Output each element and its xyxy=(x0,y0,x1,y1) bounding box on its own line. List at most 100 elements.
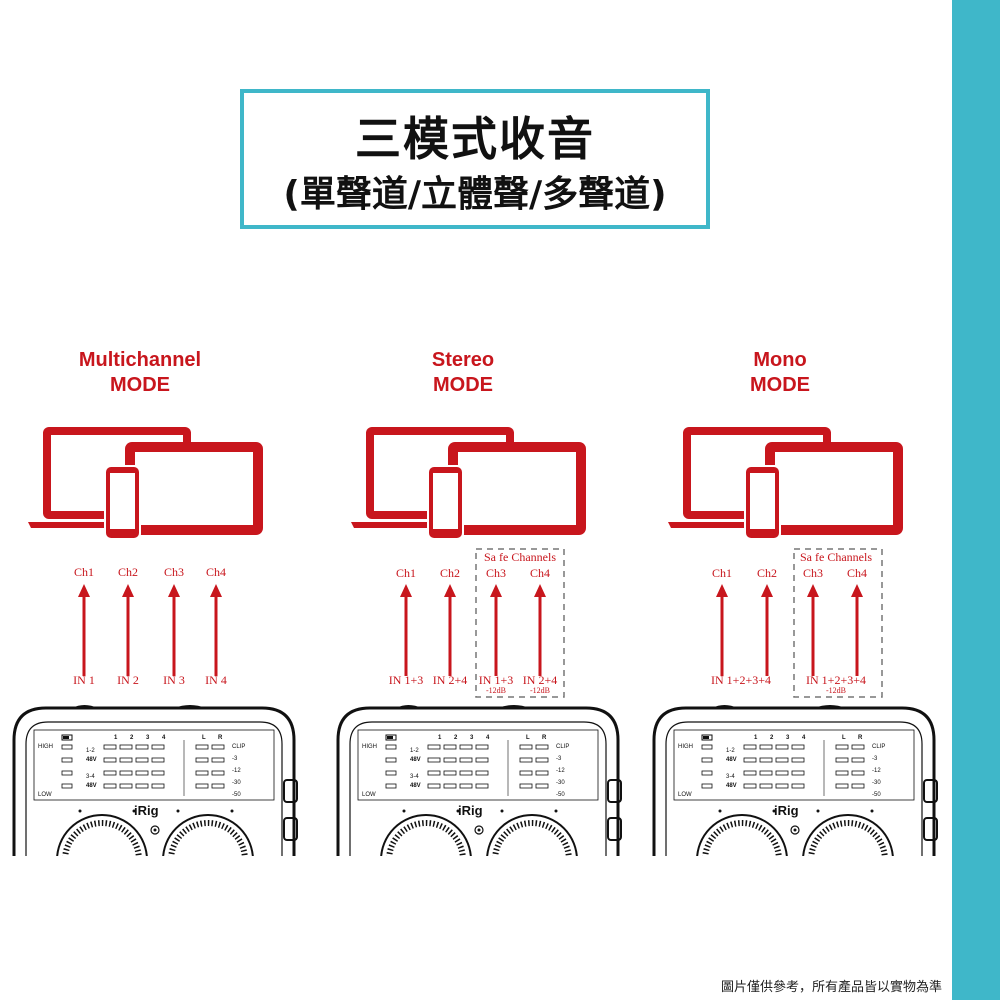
mode-suffix: MODE xyxy=(110,374,170,396)
arrow-up-icon xyxy=(534,584,546,676)
lr-label: L xyxy=(842,735,846,741)
pair-label: 48V xyxy=(410,757,421,763)
db-scale-label: CLIP xyxy=(872,744,886,750)
channel-number: 3 xyxy=(146,735,150,741)
mode-suffix: MODE xyxy=(433,374,493,396)
input-label: IN 2 xyxy=(117,673,139,687)
mode-title-multichannel: Multichannel MODE xyxy=(30,348,250,398)
lr-label: R xyxy=(218,735,223,741)
arrow-up-icon xyxy=(444,584,456,676)
channel-label: Ch2 xyxy=(439,566,461,580)
meter-label: HIGH xyxy=(362,744,377,750)
channel-label: Ch4 xyxy=(529,566,551,580)
input-label: IN 3 xyxy=(163,673,185,687)
mode-title-mono: Mono MODE xyxy=(670,348,890,398)
db-scale-label: -50 xyxy=(232,792,241,798)
channel-label: Ch2 xyxy=(117,565,139,579)
channel-number: 2 xyxy=(130,735,134,741)
channel-label: Ch4 xyxy=(205,565,227,579)
side-stripe xyxy=(952,0,1000,1000)
arrow-up-icon xyxy=(807,584,819,676)
pair-label: 1-2 xyxy=(86,748,95,754)
lr-label: R xyxy=(858,735,863,741)
pair-label: 3-4 xyxy=(726,774,735,780)
title-subtitle: (單聲道/立體聲/多聲道) xyxy=(283,174,667,215)
db-scale-label: -30 xyxy=(556,780,565,786)
db-scale-label: -30 xyxy=(872,780,881,786)
db-scale-label: -3 xyxy=(232,756,238,762)
pair-label: 48V xyxy=(410,783,421,789)
channel-label: Ch2 xyxy=(756,566,778,580)
input-label: IN 2+4 xyxy=(432,673,468,687)
arrow-up-icon xyxy=(716,584,728,676)
pair-label: 3-4 xyxy=(86,774,95,780)
devices-icon xyxy=(668,427,903,540)
db-label: -12dB xyxy=(826,686,846,695)
channel-label: Ch4 xyxy=(846,566,868,580)
brand-logo: iRig xyxy=(458,803,483,818)
safe-channels-box xyxy=(793,548,883,698)
channel-number: 3 xyxy=(786,735,790,741)
channel-number: 4 xyxy=(486,735,490,741)
db-scale-label: CLIP xyxy=(232,744,246,750)
pair-label: 48V xyxy=(86,757,97,763)
brand-logo: iRig xyxy=(774,803,799,818)
pair-label: 1-2 xyxy=(726,748,735,754)
lr-label: L xyxy=(526,735,530,741)
channel-label: Ch1 xyxy=(395,566,417,580)
pair-label: 48V xyxy=(726,783,737,789)
pair-label: 48V xyxy=(86,783,97,789)
channel-number: 3 xyxy=(470,735,474,741)
meter-label: HIGH xyxy=(678,744,693,750)
arrow-up-icon xyxy=(122,584,134,676)
channel-label: Ch1 xyxy=(73,565,95,579)
channel-number: 2 xyxy=(454,735,458,741)
channel-number: 4 xyxy=(802,735,806,741)
channel-label: Ch3 xyxy=(485,566,507,580)
input-label: IN 4 xyxy=(205,673,227,687)
db-scale-label: -3 xyxy=(556,756,562,762)
meter-label: LOW xyxy=(362,792,376,798)
arrow-up-icon xyxy=(761,584,773,676)
safe-channels-label: Sa fe Channels xyxy=(484,550,556,564)
input-label: IN 1+2+3+4 xyxy=(806,673,866,687)
arrow-up-icon xyxy=(851,584,863,676)
channel-number: 2 xyxy=(770,735,774,741)
input-label: IN 1+3 xyxy=(478,673,514,687)
pair-label: 48V xyxy=(726,757,737,763)
channel-number: 1 xyxy=(754,735,758,741)
lr-label: L xyxy=(202,735,206,741)
pair-label: 1-2 xyxy=(410,748,419,754)
meter-label: LOW xyxy=(38,792,52,798)
devices-icon xyxy=(28,427,263,540)
mode-name: Mono xyxy=(753,349,807,371)
channel-label: Ch3 xyxy=(163,565,185,579)
pair-label: 3-4 xyxy=(410,774,419,780)
arrow-up-icon xyxy=(210,584,222,676)
db-scale-label: -50 xyxy=(872,792,881,798)
db-label: -12dB xyxy=(486,686,506,695)
lr-label: R xyxy=(542,735,547,741)
db-scale-label: -3 xyxy=(872,756,878,762)
brand-logo: iRig xyxy=(134,803,159,818)
db-scale-label: -50 xyxy=(556,792,565,798)
safe-channels-label: Sa fe Channels xyxy=(800,550,872,564)
meter-label: LOW xyxy=(678,792,692,798)
mode-title-stereo: Stereo MODE xyxy=(353,348,573,398)
input-label: IN 1+2+3+4 xyxy=(711,673,771,687)
mode-suffix: MODE xyxy=(750,374,810,396)
channel-number: 1 xyxy=(438,735,442,741)
arrow-up-icon xyxy=(168,584,180,676)
arrow-up-icon xyxy=(400,584,412,676)
arrow-up-icon xyxy=(78,584,90,676)
safe-channels-box xyxy=(475,548,565,698)
db-scale-label: CLIP xyxy=(556,744,570,750)
input-label: IN 2+4 xyxy=(522,673,558,687)
footnote: 圖片僅供參考，所有產品皆以實物為準 xyxy=(720,980,942,995)
mode-name: Multichannel xyxy=(78,349,202,371)
meter-label: HIGH xyxy=(38,744,53,750)
mode-name: Stereo xyxy=(431,349,495,371)
db-scale-label: -30 xyxy=(232,780,241,786)
arrow-up-icon xyxy=(490,584,502,676)
title-box: 三模式收音 (單聲道/立體聲/多聲道) xyxy=(240,89,710,229)
